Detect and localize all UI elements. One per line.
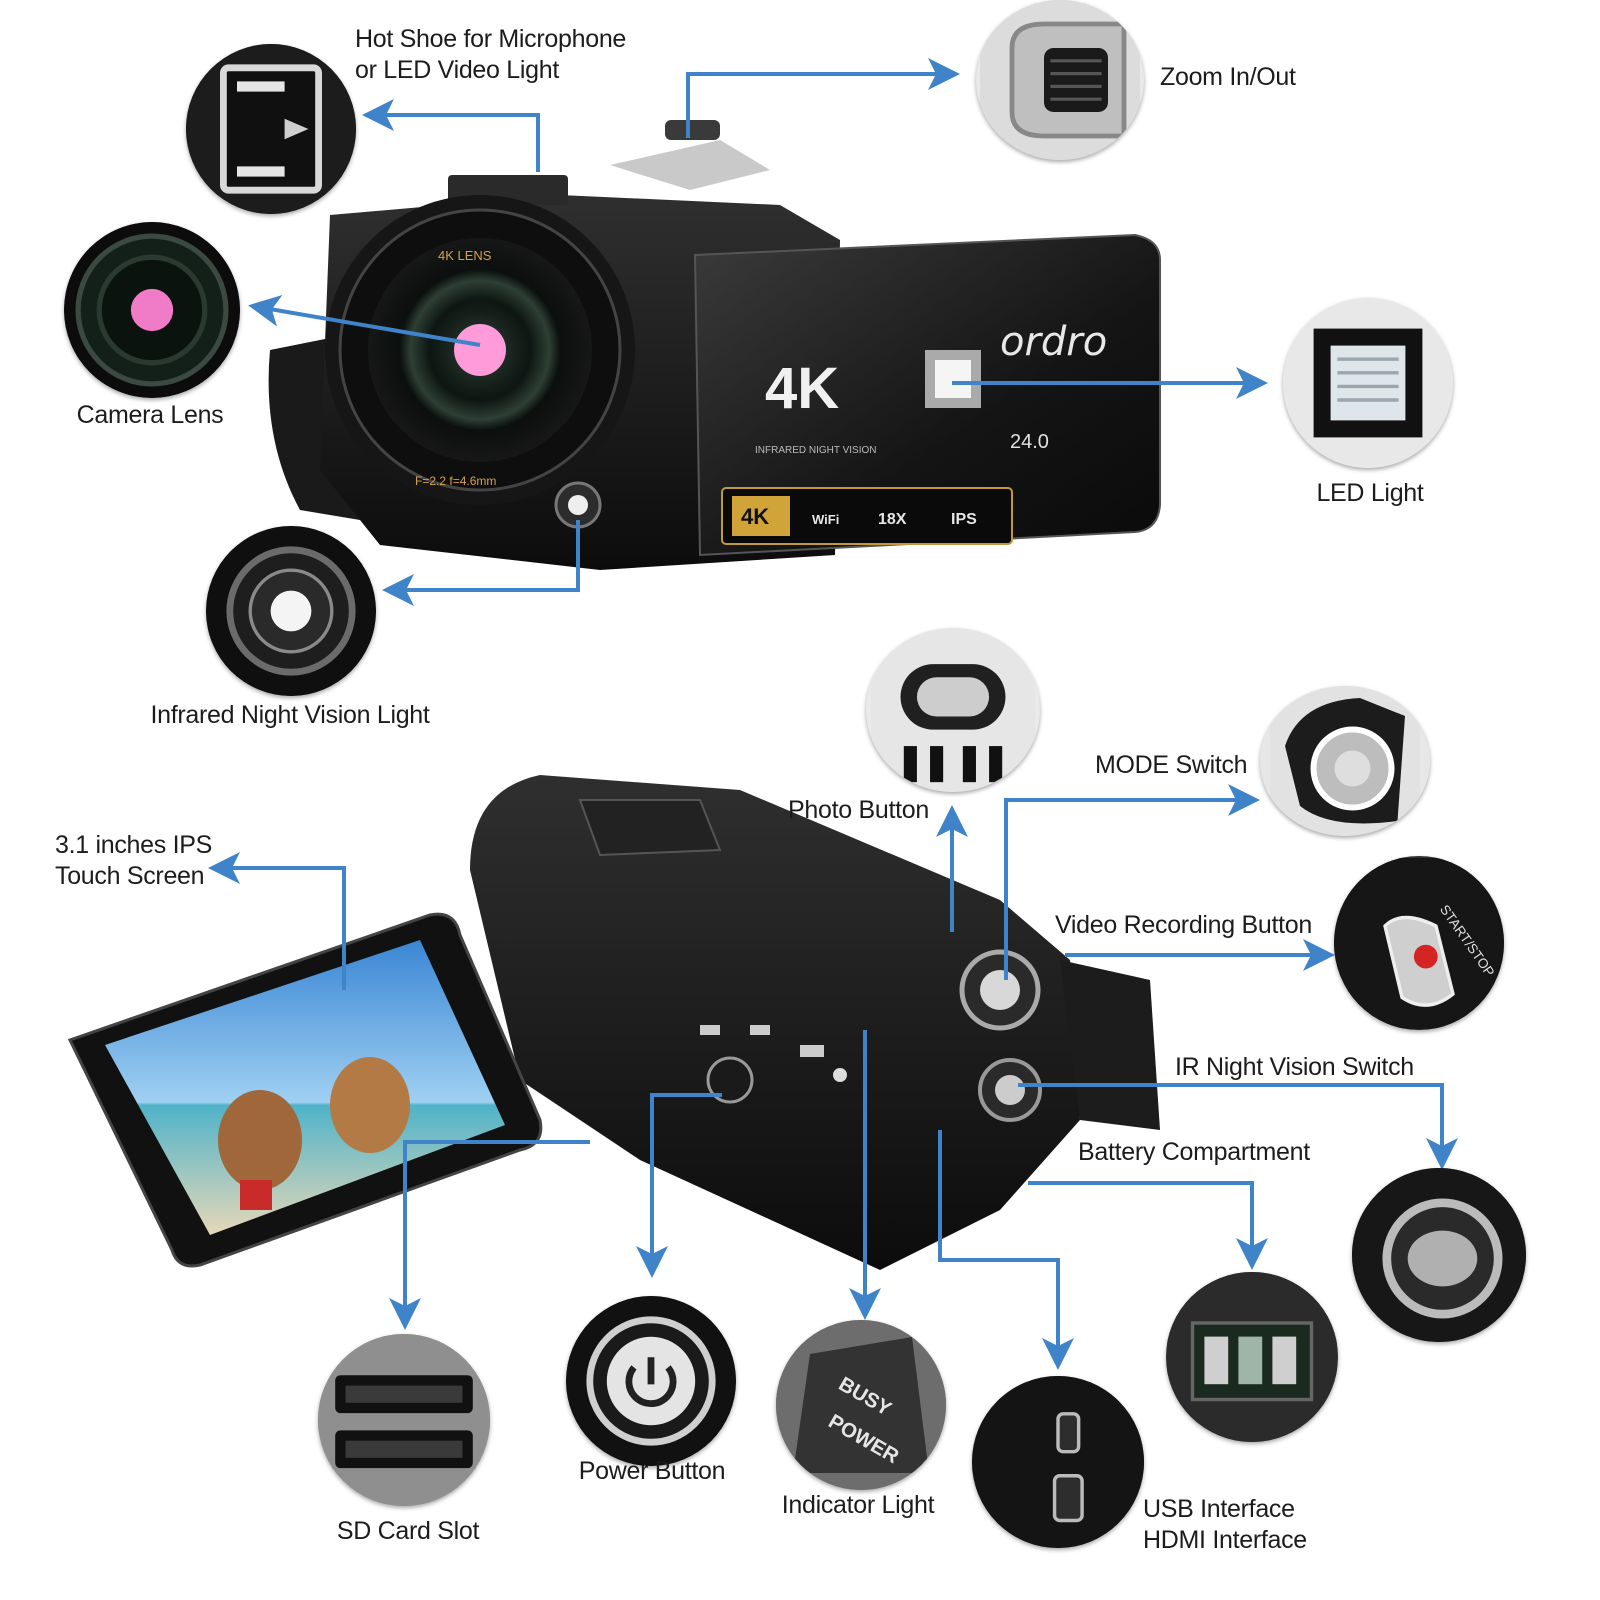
video-recording-label: Video Recording Button	[1055, 911, 1313, 939]
connector-sd	[389, 1140, 590, 1330]
hot-shoe-label-line2: or LED Video Light	[355, 56, 559, 84]
screen-label: 3.1 inches IPS Touch Screen	[55, 830, 212, 892]
connector-power	[636, 1093, 722, 1278]
badge-ips: IPS	[951, 511, 977, 528]
usb-hdmi-port-icon	[972, 1376, 1144, 1548]
photo-button-label: Photo Button	[788, 796, 929, 824]
lens-ring-text: 4K LENS	[438, 248, 492, 263]
connector-screen	[208, 852, 346, 990]
body-4k-badge: 4K	[765, 356, 839, 421]
lens-spec-text: F=2.2 f=4.6mm	[415, 474, 496, 488]
hdmi-label: HDMI Interface	[1143, 1526, 1307, 1554]
hot-shoe-label: Hot Shoe for Microphone or LED Video Lig…	[355, 24, 626, 86]
connector-hot-shoe	[362, 99, 540, 172]
connector-battery	[1028, 1181, 1268, 1270]
body-subtext: INFRARED NIGHT VISION	[755, 445, 877, 456]
zoom-label: Zoom In/Out	[1160, 63, 1296, 91]
hot-shoe-icon	[186, 44, 356, 214]
mode-switch-icon	[1260, 686, 1430, 836]
photo-button-icon	[866, 628, 1040, 792]
camera-lens-icon	[64, 222, 240, 398]
connector-usb-hdmi	[938, 1130, 1074, 1370]
connector-lens	[248, 294, 481, 347]
power-icon	[566, 1296, 736, 1466]
usb-label: USB Interface	[1143, 1495, 1295, 1523]
screen-label-line2: Touch Screen	[55, 862, 205, 890]
led-light-label: LED Light	[1316, 479, 1424, 507]
megapixels-text: 24.0	[1010, 431, 1049, 453]
power-button-label: Power Button	[578, 1457, 726, 1485]
connector-mode	[1004, 784, 1260, 980]
badge-zoom: 18X	[878, 511, 907, 528]
badge-4k: 4K	[741, 504, 769, 529]
badge-wifi: WiFi	[812, 512, 839, 527]
ir-switch-label: IR Night Vision Switch	[1175, 1053, 1414, 1081]
infrared-label: Infrared Night Vision Light	[150, 701, 430, 729]
led-light-icon	[1283, 298, 1453, 468]
front-camera: 4K LENS F=2.2 f=4.6mm ordro 4K INFRARED …	[268, 120, 1161, 570]
record-button-icon: START/STOP	[1334, 856, 1504, 1030]
sd-card-label: SD Card Slot	[336, 1517, 480, 1545]
connector-infrared	[382, 520, 580, 606]
mode-switch-label: MODE Switch	[1095, 751, 1248, 779]
indicator-light-label: Indicator Light	[781, 1491, 935, 1519]
ir-switch-icon	[1352, 1168, 1526, 1342]
brand-logo: ordro	[1000, 319, 1107, 365]
indicator-light-icon: BUSY POWER	[776, 1320, 946, 1490]
usb-hdmi-label: USB Interface HDMI Interface	[1143, 1494, 1307, 1556]
camera-lens-label: Camera Lens	[76, 401, 224, 429]
connector-ir-switch	[1018, 1083, 1458, 1170]
screen-label-line1: 3.1 inches IPS	[55, 831, 213, 859]
connector-zoom	[686, 58, 960, 138]
infrared-light-icon	[206, 526, 376, 696]
battery-label: Battery Compartment	[1078, 1138, 1310, 1166]
zoom-lever-icon	[976, 0, 1144, 160]
battery-compartment-icon	[1166, 1272, 1338, 1442]
hot-shoe-label-line1: Hot Shoe for Microphone	[355, 25, 627, 53]
sd-card-slot-icon	[318, 1334, 490, 1506]
